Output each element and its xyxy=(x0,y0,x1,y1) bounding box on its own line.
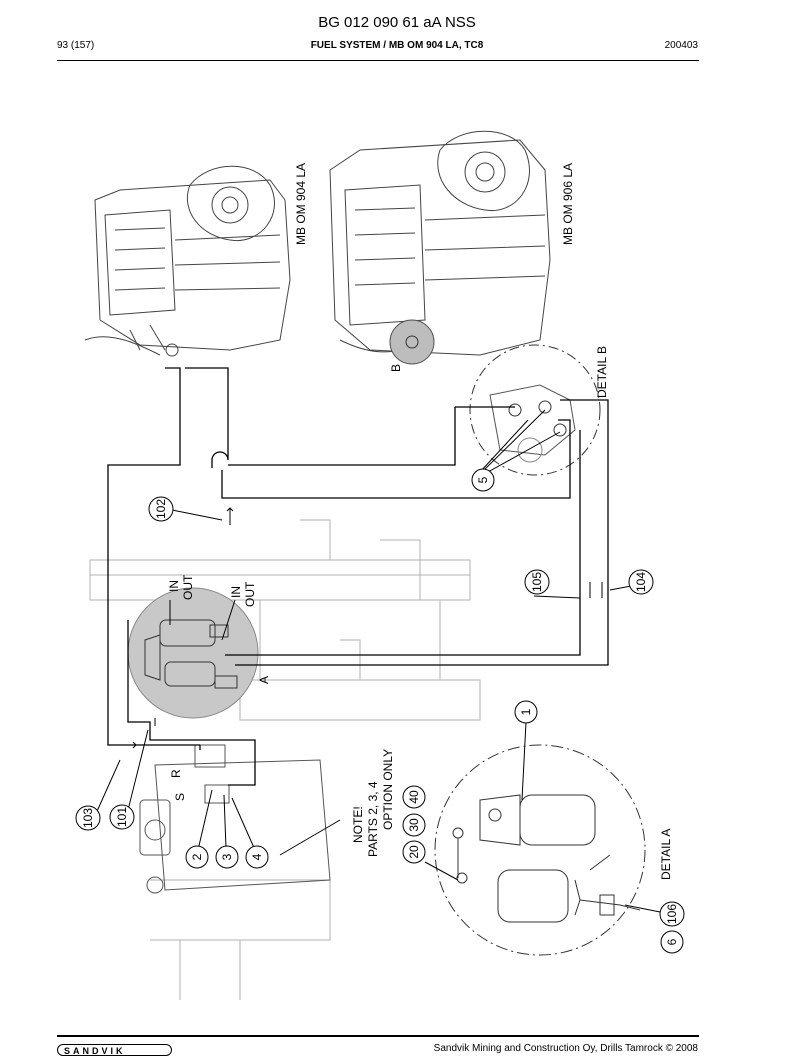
detail-b-marker-label: B xyxy=(389,364,403,372)
callout-106: 106 xyxy=(659,901,685,927)
svg-text:6: 6 xyxy=(665,938,679,945)
callout-6: 6 xyxy=(660,930,684,954)
engine-904-label: MB OM 904 LA xyxy=(294,163,308,245)
callout-4: 4 xyxy=(245,845,269,869)
page-number: 93 (157) xyxy=(57,40,95,51)
callout-105: 105 xyxy=(524,569,550,595)
svg-text:102: 102 xyxy=(154,499,168,519)
callout-20: 20 xyxy=(402,840,426,864)
note-title: NOTE! xyxy=(351,806,365,843)
svg-text:5: 5 xyxy=(476,476,490,483)
svg-text:3: 3 xyxy=(220,853,234,860)
flow-arrows xyxy=(122,507,603,749)
callout-2: 2 xyxy=(185,845,209,869)
svg-text:20: 20 xyxy=(407,845,421,859)
out-label-2: OUT xyxy=(243,581,257,607)
document-title: BG 012 090 61 aA NSS xyxy=(318,14,476,31)
footer-rule xyxy=(57,1035,699,1037)
svg-text:2: 2 xyxy=(190,853,204,860)
in-label-1: IN xyxy=(167,580,181,592)
svg-text:105: 105 xyxy=(530,572,544,592)
svg-text:40: 40 xyxy=(407,790,421,804)
detail-b-marker xyxy=(389,319,435,365)
callout-30: 30 xyxy=(402,813,426,837)
in-label-2: IN xyxy=(229,586,243,598)
svg-text:4: 4 xyxy=(250,853,264,860)
document-date: 200403 xyxy=(664,40,698,51)
engine-904-sketch xyxy=(84,165,291,357)
note-option: OPTION ONLY xyxy=(381,749,395,830)
detail-a-marker-label: A xyxy=(257,676,271,684)
return-port-label: R xyxy=(169,769,183,778)
note-parts: PARTS 2, 3, 4 xyxy=(366,781,380,857)
callout-5: 5 xyxy=(471,468,495,492)
fuel-tank-sketch xyxy=(139,744,331,894)
callout-3: 3 xyxy=(215,845,239,869)
svg-text:1: 1 xyxy=(519,708,533,715)
supply-port-label: S xyxy=(173,793,187,801)
detail-b-marker-center xyxy=(405,335,419,349)
detail-a-label: DETAIL A xyxy=(659,829,673,880)
svg-text:103: 103 xyxy=(81,808,95,828)
svg-text:30: 30 xyxy=(407,818,421,832)
svg-text:101: 101 xyxy=(115,807,129,827)
callout-103: 103 xyxy=(75,805,101,831)
section-title: FUEL SYSTEM / MB OM 904 LA, TC8 xyxy=(310,40,484,51)
svg-text:104: 104 xyxy=(634,572,648,592)
detail-b-label: DETAIL B xyxy=(595,346,609,398)
machine-frame-sketch xyxy=(89,519,481,1000)
fuel-lines xyxy=(107,367,609,786)
callout-1: 1 xyxy=(514,700,538,724)
header-rule xyxy=(57,60,699,61)
callout-40: 40 xyxy=(402,785,426,809)
detail-a-view xyxy=(434,744,646,956)
company-logo: SANDVIK xyxy=(57,1044,172,1056)
engine-906-label: MB OM 906 LA xyxy=(561,163,575,245)
svg-text:106: 106 xyxy=(665,904,679,924)
engine-906-sketch xyxy=(329,130,551,356)
callout-101: 101 xyxy=(109,804,135,830)
detail-a-zoom xyxy=(127,587,259,719)
callout-102: 102 xyxy=(148,496,174,522)
leader-lines xyxy=(93,409,661,913)
out-label-1: OUT xyxy=(181,574,195,600)
copyright-notice: Sandvik Mining and Construction Oy, Dril… xyxy=(433,1043,698,1054)
callout-104: 104 xyxy=(628,569,654,595)
